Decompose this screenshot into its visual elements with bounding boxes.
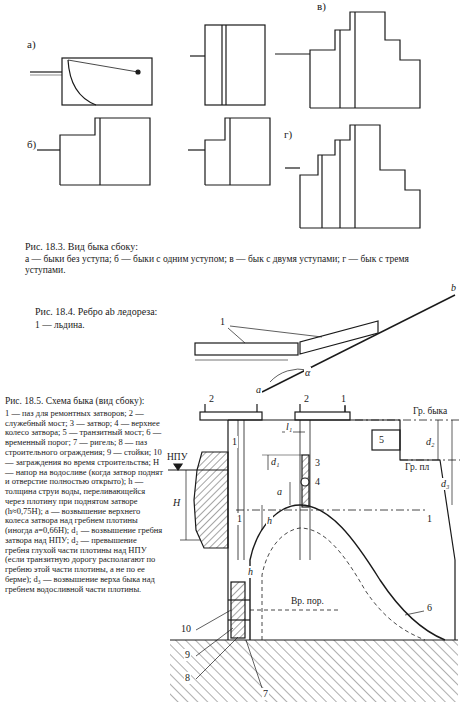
section-mark: 1 xyxy=(236,513,243,525)
pier-b2 xyxy=(188,118,270,185)
callout-number: 10 xyxy=(180,623,192,635)
point-label: a xyxy=(255,384,262,396)
sill-label: Вр. пор. xyxy=(290,596,325,607)
icebreaker-edge xyxy=(195,295,455,392)
dimension-label: d₃ xyxy=(440,478,450,490)
callout-number: 7 xyxy=(262,688,269,700)
callout-number: 6 xyxy=(426,602,433,614)
callout-number: 9 xyxy=(184,649,191,661)
callout-number: 2 xyxy=(208,393,215,405)
pier-b1 xyxy=(30,118,150,185)
pier-g xyxy=(285,125,420,228)
angle-label: α xyxy=(304,367,311,379)
figure-letter: г) xyxy=(283,128,293,141)
dimension-label: H xyxy=(172,497,181,509)
figure-letter: а) xyxy=(26,38,37,51)
section-mark: 1 xyxy=(426,513,433,525)
dimension-label: d₁ xyxy=(270,456,280,468)
dimension-label: h xyxy=(247,566,254,578)
figure-letter: в) xyxy=(316,0,327,13)
caption-legend: 1 — льдина. xyxy=(35,320,85,331)
point-label: b xyxy=(450,282,457,294)
dimension-label: a xyxy=(276,486,283,498)
caption-legend: 1 — паз для ремонтных затворов; 2 — служ… xyxy=(5,409,163,595)
level-label: Гр. пл xyxy=(404,462,430,473)
dimension-label: l₁ xyxy=(285,421,293,433)
figure-caption: Рис. 18.3. Вид быка сбоку: xyxy=(25,241,138,253)
pier-scheme xyxy=(168,404,460,702)
level-label: НПУ xyxy=(166,452,188,463)
callout-number: 5 xyxy=(378,434,385,446)
callout-number: 4 xyxy=(314,476,321,488)
dimension-label: h xyxy=(266,515,273,527)
callout-number: 1 xyxy=(231,436,238,448)
figure-caption: Рис. 18.4. Ребро ab ледореза: xyxy=(35,306,157,318)
dimension-label: d₂ xyxy=(425,436,435,448)
level-label: Гр. быка xyxy=(412,406,448,417)
callout-number: 1 xyxy=(340,393,347,405)
figure-caption: Рис. 18.5. Схема быка (вид сбоку): xyxy=(5,396,165,407)
callout-number: 8 xyxy=(184,672,191,684)
pier-a2 xyxy=(190,25,265,105)
caption-legend: а — быки без уступа; б — быки с одним ус… xyxy=(25,254,440,276)
pier-v xyxy=(275,12,420,108)
pier-a1 xyxy=(30,58,152,105)
callout-number: 3 xyxy=(314,457,321,469)
callout-number: 2 xyxy=(303,393,310,405)
figure-letter: б) xyxy=(26,138,37,151)
callout-number: 1 xyxy=(219,316,226,328)
